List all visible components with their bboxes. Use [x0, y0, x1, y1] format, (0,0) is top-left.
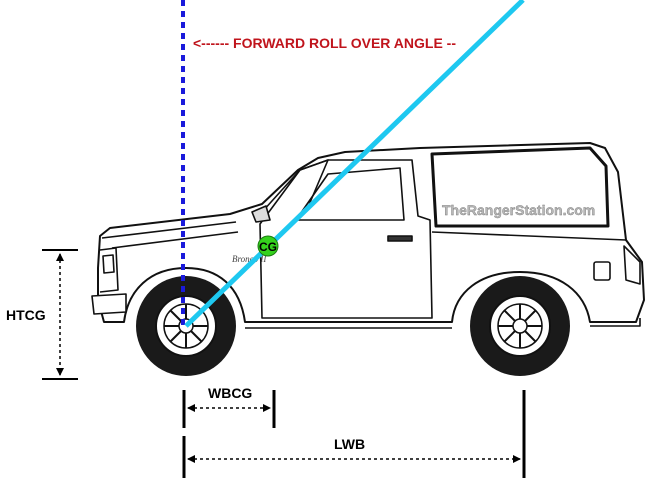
vehicle-hood-line	[101, 221, 237, 239]
vehicle-mirror	[251, 205, 271, 223]
roll-over-angle-line	[184, 0, 525, 328]
htcg-label: HTCG	[6, 307, 46, 323]
vehicle-hood-crease	[111, 231, 239, 249]
vehicle-fuel-door	[593, 261, 611, 281]
lwb-label: LWB	[334, 436, 365, 452]
rear-wheel	[470, 276, 570, 376]
vehicle-windshield	[261, 159, 329, 213]
lwb-dimension	[182, 390, 526, 478]
htcg-dimension	[42, 249, 78, 380]
vehicle-grille	[99, 247, 119, 293]
vehicle-rear-window	[430, 146, 610, 228]
vehicle-headlight	[102, 254, 115, 274]
vehicle-taillight	[623, 245, 641, 285]
cg-marker	[257, 235, 279, 257]
cg-label: CG	[259, 240, 277, 254]
vehicle-door-handle	[387, 235, 413, 242]
roll-over-angle-title: <------ FORWARD ROLL OVER ANGLE --	[193, 35, 456, 51]
vehicle-badge: Bronco II	[232, 254, 267, 264]
vehicle-door-window	[295, 167, 405, 221]
wbcg-dimension	[182, 390, 276, 428]
vehicle-bumper	[91, 293, 127, 315]
wbcg-label: WBCG	[208, 385, 252, 401]
watermark-text: TheRangerStation.com	[442, 202, 595, 218]
vehicle-belt-line	[431, 231, 627, 241]
vehicle-rear-bumper	[590, 318, 641, 327]
